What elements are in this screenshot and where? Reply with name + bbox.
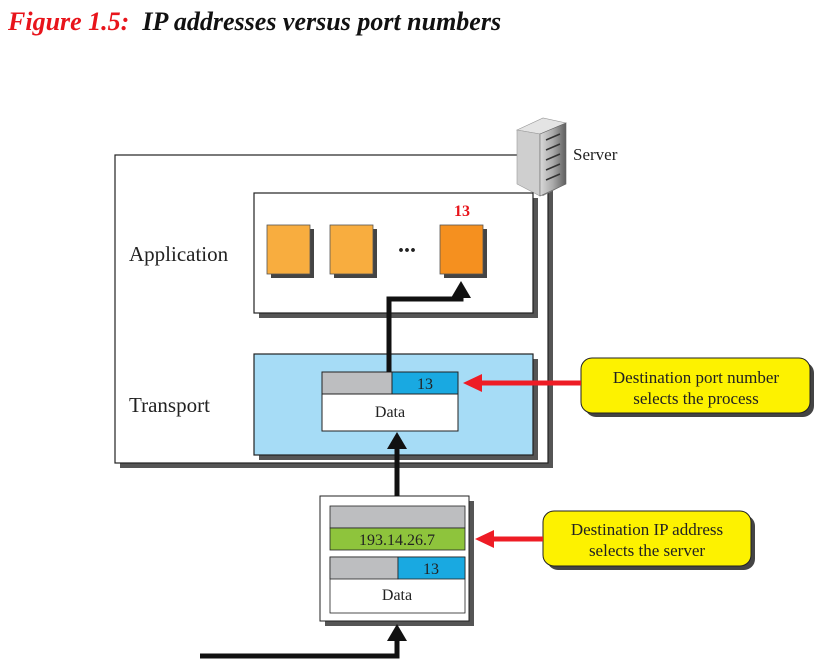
port-callout	[580, 357, 814, 417]
application-layer-box	[253, 192, 538, 318]
figure-title: Figure 1.5: IP addresses versus port num…	[8, 6, 501, 38]
server-label: Server	[573, 145, 618, 164]
process-1	[266, 224, 314, 278]
ip-callout-line-1: Destination IP address	[571, 520, 723, 539]
figure-caption: IP addresses versus port numbers	[142, 7, 502, 36]
network-data-label: Data	[382, 587, 412, 604]
ip-callout-line-2: selects the server	[589, 541, 705, 560]
process-2	[329, 224, 377, 278]
process-port-number: 13	[454, 203, 470, 220]
transport-layer-label: Transport	[129, 393, 210, 417]
server-icon	[516, 117, 567, 197]
flow-arrowheads	[387, 281, 471, 641]
process-port-13	[439, 224, 487, 278]
port-callout-line-2: selects the process	[633, 389, 759, 408]
process-ellipsis: ...	[398, 232, 416, 258]
ip-callout	[542, 510, 755, 570]
transport-port-value: 13	[417, 376, 433, 393]
application-layer-label: Application	[129, 242, 229, 266]
port-callout-line-1: Destination port number	[613, 368, 780, 387]
network-packet	[319, 495, 474, 626]
transport-packet	[321, 371, 459, 432]
port-callout-red-arrow	[463, 374, 581, 392]
network-port-value: 13	[423, 561, 439, 578]
ip-callout-red-arrow	[475, 530, 543, 548]
network-ip-address: 193.14.26.7	[359, 532, 435, 549]
transport-data-label: Data	[375, 404, 405, 421]
figure-number: Figure 1.5:	[8, 7, 130, 36]
